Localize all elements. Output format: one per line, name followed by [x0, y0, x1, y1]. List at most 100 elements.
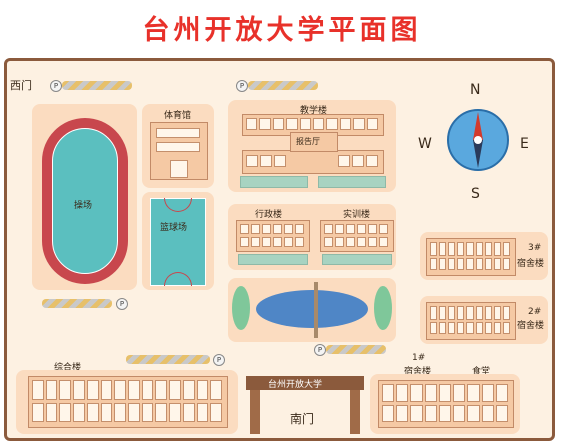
building-window: [45, 380, 58, 400]
dorm3-label: 宿舍楼: [517, 259, 545, 269]
building-window: [240, 237, 249, 247]
south-gate-sign: [246, 376, 364, 390]
dorm2-number: 2#: [528, 307, 542, 317]
building-window: [481, 384, 494, 402]
building-window: [495, 405, 508, 422]
building-window: [286, 118, 298, 130]
building-window: [438, 384, 452, 402]
building-window: [260, 155, 272, 167]
west-road-barrier: [42, 299, 112, 308]
building-window: [453, 405, 466, 422]
west-gate-barrier: [62, 81, 132, 90]
building-window: [424, 384, 437, 402]
building-window: [246, 118, 258, 130]
parking-icon: P: [314, 344, 326, 356]
building-window: [448, 306, 456, 320]
building-window: [475, 258, 483, 270]
building-window: [128, 403, 140, 422]
building-window: [430, 306, 438, 320]
hedge: [238, 254, 308, 265]
building-window: [457, 322, 465, 334]
building-window: [448, 242, 456, 256]
building-window: [357, 237, 366, 247]
east-road-barrier: [326, 345, 386, 354]
parking-icon: P: [50, 80, 62, 92]
building-window: [382, 384, 395, 402]
compass-icon: [447, 109, 509, 171]
complex-label: 综合楼: [54, 363, 82, 373]
parking-icon: P: [236, 80, 248, 92]
building-window: [410, 405, 423, 422]
compass-needle-south-icon: [473, 140, 483, 168]
south-gate-sign-text: 台州开放大学: [268, 380, 323, 390]
west-gate-label: 西门: [10, 79, 32, 92]
building-window: [182, 380, 195, 400]
building-window: [295, 237, 304, 247]
building-window: [493, 258, 501, 270]
building-window: [467, 384, 480, 402]
building-window: [357, 224, 366, 234]
parking-icon: P: [116, 298, 128, 310]
gym-window: [156, 128, 200, 138]
building-window: [59, 380, 72, 400]
building-window: [379, 224, 388, 234]
lake: [256, 290, 368, 328]
building-window: [368, 237, 377, 247]
building-window: [493, 322, 501, 334]
building-window: [251, 237, 260, 247]
building-window: [484, 322, 492, 334]
hedge: [322, 254, 392, 265]
building-window: [86, 403, 99, 422]
compass-w: W: [418, 136, 432, 152]
building-window: [73, 403, 85, 422]
map-title: 台州开放大学平面图: [142, 15, 422, 46]
dorm3-number: 3#: [528, 243, 542, 253]
gate-pillar-right: [350, 390, 360, 434]
building-window: [396, 384, 409, 402]
building-window: [502, 306, 510, 320]
building-window: [366, 155, 378, 167]
building-window: [182, 403, 195, 422]
building-window: [457, 242, 465, 256]
building-window: [324, 237, 333, 247]
building-window: [86, 380, 99, 400]
building-window: [466, 258, 474, 270]
building-window: [453, 384, 466, 402]
building-window: [439, 322, 447, 334]
building-window: [335, 224, 344, 234]
report-hall-building[interactable]: [290, 132, 338, 152]
building-window: [169, 380, 181, 400]
building-window: [439, 306, 447, 320]
building-window: [100, 380, 113, 400]
north-gate-barrier: [248, 81, 318, 90]
building-window: [210, 403, 222, 422]
building-window: [448, 322, 456, 334]
building-window: [259, 118, 271, 130]
building-window: [73, 380, 85, 400]
building-window: [410, 384, 423, 402]
building-window: [484, 242, 492, 256]
building-window: [273, 224, 282, 234]
building-window: [366, 118, 378, 130]
building-window: [284, 224, 293, 234]
building-window: [338, 155, 350, 167]
compass-needle-north-icon: [473, 112, 483, 140]
building-window: [274, 155, 286, 167]
building-window: [352, 155, 364, 167]
training-label: 实训楼: [343, 210, 371, 220]
tree-cluster: [374, 286, 392, 330]
parking-icon: P: [213, 354, 225, 366]
building-window: [467, 405, 480, 422]
building-window: [484, 258, 492, 270]
building-window: [439, 258, 447, 270]
building-window: [169, 403, 181, 422]
basketball-label: 篮球场: [160, 223, 188, 233]
building-window: [155, 380, 168, 400]
building-window: [240, 224, 249, 234]
building-window: [495, 384, 508, 402]
building-window: [493, 242, 501, 256]
building-window: [396, 405, 409, 422]
building-window: [196, 380, 209, 400]
building-window: [346, 224, 355, 234]
hedge: [318, 176, 386, 188]
